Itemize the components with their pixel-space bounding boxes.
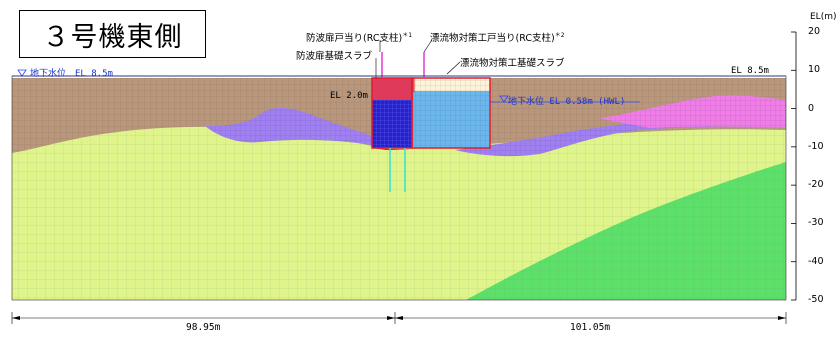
- debris-slab-label: 漂流物対策工基礎スラブ: [460, 58, 565, 69]
- seawall-slab-label: 防波扉基礎スラブ: [296, 51, 373, 62]
- seawall-door-stop-label: 防波扉戸当り(RC支柱)＊1: [306, 30, 412, 44]
- water-symbol-right: [499, 95, 509, 103]
- seawall-door-stop-note: ＊1: [402, 32, 413, 39]
- axis-tick-label: 20: [808, 26, 821, 37]
- hwl-label: 地下水位 EL 0.58m (HWL): [508, 97, 626, 107]
- axis-tick-label: -20: [808, 179, 824, 191]
- groundwater-label: 地下水位 EL 8.5m: [30, 69, 113, 79]
- axis-tick-label: -10: [808, 140, 824, 152]
- axis-tick-label: -30: [808, 217, 824, 229]
- axis-unit-label: EL(m): [810, 12, 837, 22]
- seawall-door-stop-text: 防波扉戸当り(RC支柱): [306, 33, 403, 45]
- dimension-left: 98.95m: [186, 322, 221, 333]
- axis-tick-label: -40: [808, 255, 824, 267]
- debris-door-stop-label: 漂流物対策工戸当り(RC支柱)＊2: [430, 30, 565, 44]
- axis-tick-label: -50: [808, 294, 824, 305]
- axis-tick-label: 10: [808, 64, 821, 76]
- model-outline: [11, 75, 787, 301]
- debris-door-stop-text: 漂流物対策工戸当り(RC支柱): [430, 33, 555, 45]
- axis-ticks: [791, 31, 796, 301]
- debris-door-stop-note: ＊2: [554, 32, 565, 39]
- section-title: ３号機東側: [19, 10, 206, 58]
- el-right-top-label: EL 8.5m: [731, 66, 769, 76]
- seawall-foundation-upper: [372, 78, 412, 100]
- dimension-right: 101.05m: [570, 322, 611, 333]
- water-symbol-left: [17, 69, 27, 77]
- el-2-label: EL 2.0m: [330, 91, 368, 101]
- axis-tick-label: 0: [808, 102, 815, 114]
